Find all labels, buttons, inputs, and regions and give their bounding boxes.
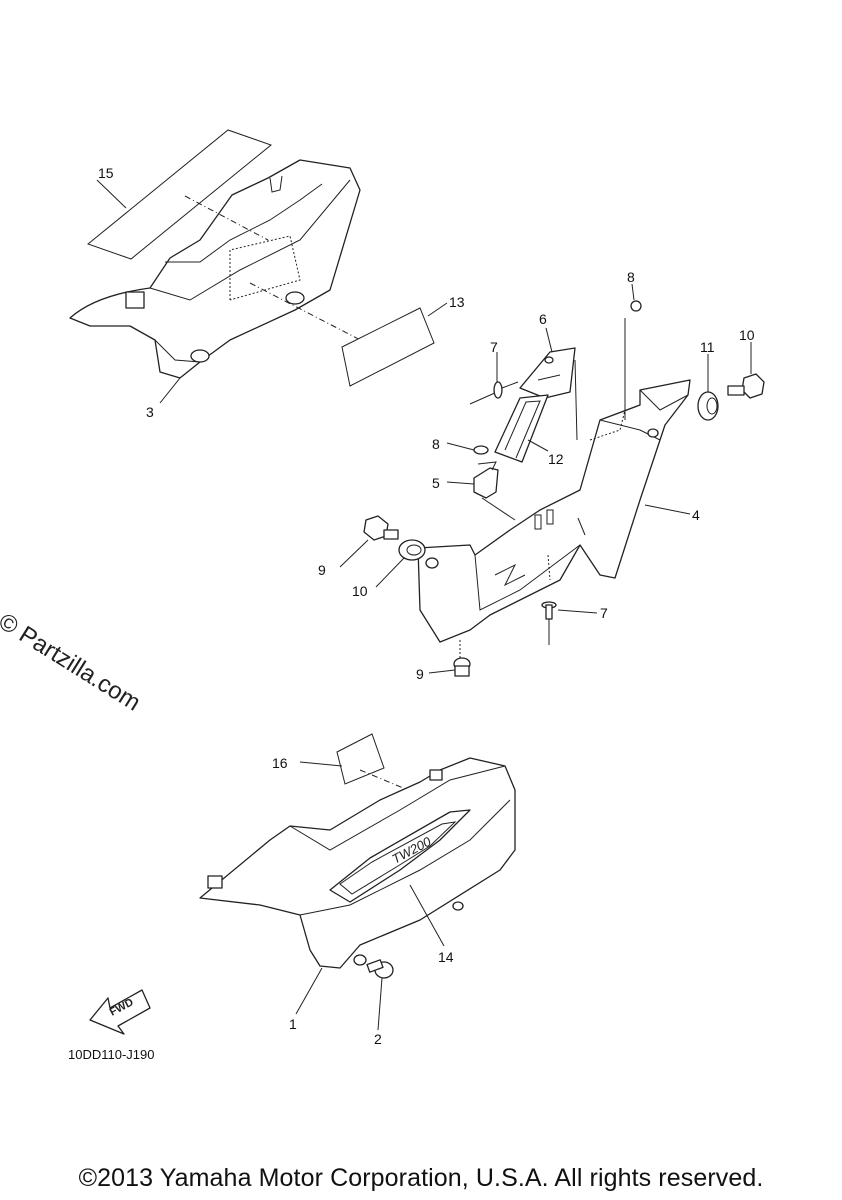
- label-8-upper: 8: [627, 269, 635, 285]
- label-14: 14: [438, 949, 454, 965]
- part-5-clip: [473, 461, 499, 499]
- label-7-upper: 7: [490, 339, 498, 355]
- part-13-sticker: [341, 307, 435, 387]
- part-7-rivet-upper: [469, 381, 519, 405]
- label-13: 13: [449, 294, 465, 310]
- label-5: 5: [432, 475, 440, 491]
- label-11-left: 10: [352, 583, 368, 599]
- part-3-side-cover: [69, 159, 361, 379]
- part-6-bracket: [519, 347, 576, 399]
- diagram-code: 10DD110-J190: [68, 1047, 155, 1062]
- part-12-strap: [494, 394, 549, 463]
- part-1-side-cover: [199, 757, 516, 969]
- fwd-arrow-icon: FWD: [89, 989, 151, 1035]
- label-11-right: 11: [700, 339, 715, 355]
- part-10-bolt-right: [727, 373, 765, 399]
- part-10-bolt-left: [363, 515, 399, 541]
- part-4-bracket: [417, 379, 691, 643]
- part-8-washer-lower: [473, 445, 489, 455]
- part-11-grommet-left: [398, 539, 426, 561]
- label-1: 1: [289, 1016, 297, 1032]
- label-10-left: 9: [318, 562, 326, 578]
- label-2: 2: [374, 1031, 382, 1047]
- part-7-rivet-lower: [541, 601, 557, 645]
- part-3-tab: [125, 291, 145, 309]
- label-8-lower: 8: [432, 436, 440, 452]
- part-9-grommet: [453, 657, 471, 677]
- label-10-right: 10: [739, 327, 755, 343]
- leader-lines: [96, 179, 752, 1031]
- label-9-text: 9: [416, 666, 424, 682]
- part-16-sticker: [336, 733, 385, 785]
- part-14-emblem: TW200: [329, 809, 471, 903]
- label-12: 12: [548, 451, 564, 467]
- part-8-washer-upper: [630, 300, 642, 312]
- part-2-screw: [366, 959, 394, 979]
- label-7-lower: 7: [600, 605, 608, 621]
- part-15-sticker: [86, 129, 273, 260]
- label-3: 3: [146, 404, 154, 420]
- label-16: 16: [272, 755, 288, 771]
- part-11-grommet-right: [697, 391, 719, 421]
- label-4: 4: [692, 507, 700, 523]
- label-6: 6: [539, 311, 547, 327]
- copyright-footer: ©2013 Yamaha Motor Corporation, U.S.A. A…: [78, 1164, 764, 1192]
- label-15: 15: [98, 165, 114, 181]
